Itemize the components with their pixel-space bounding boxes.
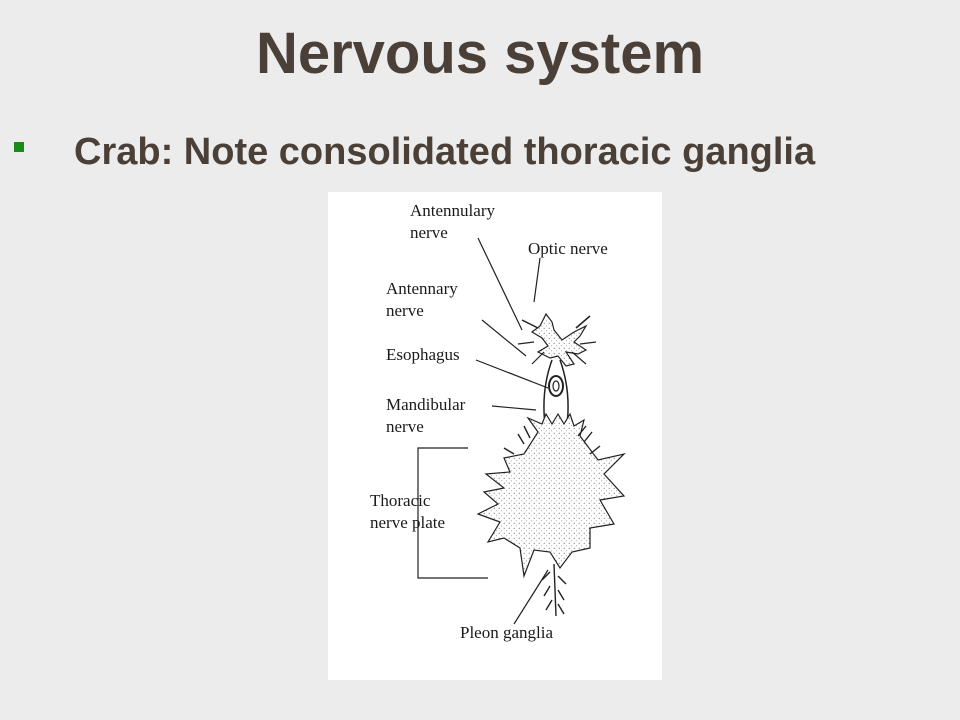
brain-ganglion <box>517 312 597 367</box>
thoracic-nerve-plate <box>476 412 626 579</box>
diagram-svg: Antennulary nerve Optic nerve Antennary … <box>370 201 626 642</box>
label-thoracic-line2: nerve plate <box>370 513 445 532</box>
label-antennary-line1: Antennary <box>386 279 458 298</box>
label-optic-nerve: Optic nerve <box>528 239 608 258</box>
label-esophagus: Esophagus <box>386 345 460 364</box>
label-thoracic-line1: Thoracic <box>370 491 431 510</box>
crab-nervous-system-diagram: Antennulary nerve Optic nerve Antennary … <box>328 192 662 680</box>
esophagus-ring <box>548 375 564 397</box>
bullet-text: Crab: Note consolidated thoracic ganglia <box>74 131 816 173</box>
leader-lines <box>417 237 549 625</box>
slide-title: Nervous system <box>255 21 705 86</box>
label-antennulary-line1: Antennulary <box>410 201 495 220</box>
bullet-item: Crab: Note consolidated thoracic ganglia <box>14 126 944 182</box>
diagram-labels: Antennulary nerve Optic nerve Antennary … <box>370 201 608 642</box>
bullet-square-icon <box>14 142 24 152</box>
pleon-ganglia <box>541 563 567 617</box>
label-mandibular-line2: nerve <box>386 417 424 436</box>
label-antennulary-line2: nerve <box>410 223 448 242</box>
label-pleon-ganglia: Pleon ganglia <box>460 623 553 642</box>
label-mandibular-line1: Mandibular <box>386 395 466 414</box>
label-antennary-line2: nerve <box>386 301 424 320</box>
